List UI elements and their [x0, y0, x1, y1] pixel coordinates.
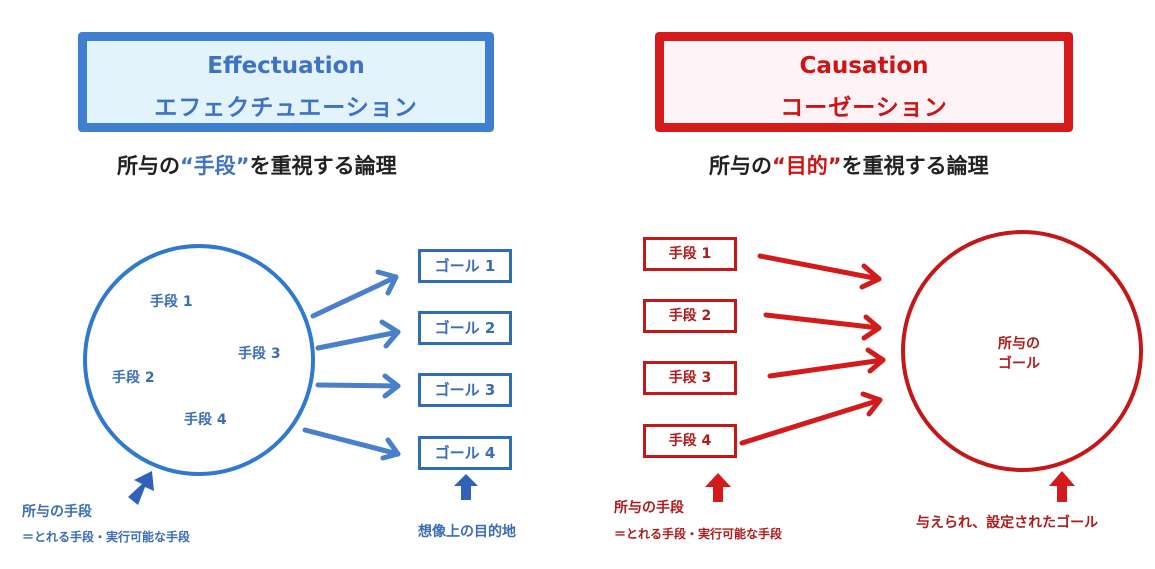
effectuation-means-note: 所与の手段	[22, 504, 92, 520]
circle-means-3: 手段 3	[238, 346, 281, 362]
causation-title-jp: コーゼーション	[780, 95, 948, 121]
effectuation-subtitle: 所与の“手段”を重視する論理	[117, 150, 397, 180]
imaginary-destination-note: 想像上の目的地	[418, 524, 516, 540]
circle-means-1: 手段 1	[150, 294, 193, 310]
given-goal-line2: ゴール	[998, 356, 1040, 372]
effectuation-title-box: Effectuation エフェクチュエーション	[78, 32, 494, 132]
causation-arrows	[739, 253, 886, 446]
goal-box-4: ゴール 4	[418, 436, 512, 470]
given-goal-note: 与えられ、設定されたゴール	[916, 515, 1099, 531]
arrow-from-means-1	[757, 253, 882, 290]
causation-subtitle-highlight: “目的”	[772, 154, 842, 178]
effectuation-title-jp: エフェクチュエーション	[154, 95, 418, 121]
causation-subtitle-pre: 所与の	[709, 154, 772, 178]
arrow-to-goal-1	[310, 269, 399, 319]
arrow-to-goal-2	[315, 319, 401, 351]
effectuation-arrows	[302, 269, 401, 461]
effectuation-subtitle-post: を重視する論理	[249, 154, 397, 178]
arrow-from-means-4	[739, 391, 883, 446]
circle-means-2: 手段 2	[112, 370, 155, 386]
means-circle	[83, 244, 315, 476]
causation-means-subnote: ＝とれる手段・実行可能な手段	[614, 527, 783, 541]
causation-title-box: Causation コーゼーション	[655, 32, 1073, 132]
effectuation-means-subnote: ＝とれる手段・実行可能な手段	[22, 530, 191, 544]
arrow-from-means-2	[763, 312, 882, 341]
effectuation-subtitle-highlight: “手段”	[180, 154, 250, 178]
means-box-2: 手段 2	[643, 299, 737, 333]
circle-means-4: 手段 4	[184, 412, 227, 428]
arrow-from-means-3	[767, 347, 886, 379]
goal-circle	[901, 230, 1143, 472]
up-arrow-means-red	[705, 473, 731, 502]
effectuation-subtitle-pre: 所与の	[117, 154, 180, 178]
effectuation-title-en: Effectuation	[207, 53, 365, 79]
effectuation-up-arrows	[128, 471, 478, 505]
goal-box-3: ゴール 3	[418, 373, 512, 407]
goal-box-1: ゴール 1	[418, 249, 512, 283]
causation-means-note: 所与の手段	[614, 500, 684, 516]
arrow-to-goal-3	[315, 373, 401, 399]
causation-subtitle-post: を重視する論理	[841, 154, 989, 178]
up-arrow-goal	[454, 474, 478, 500]
causation-up-arrows	[705, 471, 1075, 502]
causation-title-en: Causation	[799, 53, 929, 79]
causation-subtitle: 所与の“目的”を重視する論理	[709, 150, 989, 180]
goal-box-2: ゴール 2	[418, 311, 512, 345]
means-box-1: 手段 1	[643, 237, 737, 271]
means-box-3: 手段 3	[643, 361, 737, 395]
arrow-to-goal-4	[302, 427, 401, 461]
means-box-4: 手段 4	[643, 424, 737, 458]
up-arrow-means	[128, 471, 154, 505]
up-arrow-goal-red	[1049, 471, 1075, 502]
given-goal-line1: 所与の	[998, 336, 1040, 352]
